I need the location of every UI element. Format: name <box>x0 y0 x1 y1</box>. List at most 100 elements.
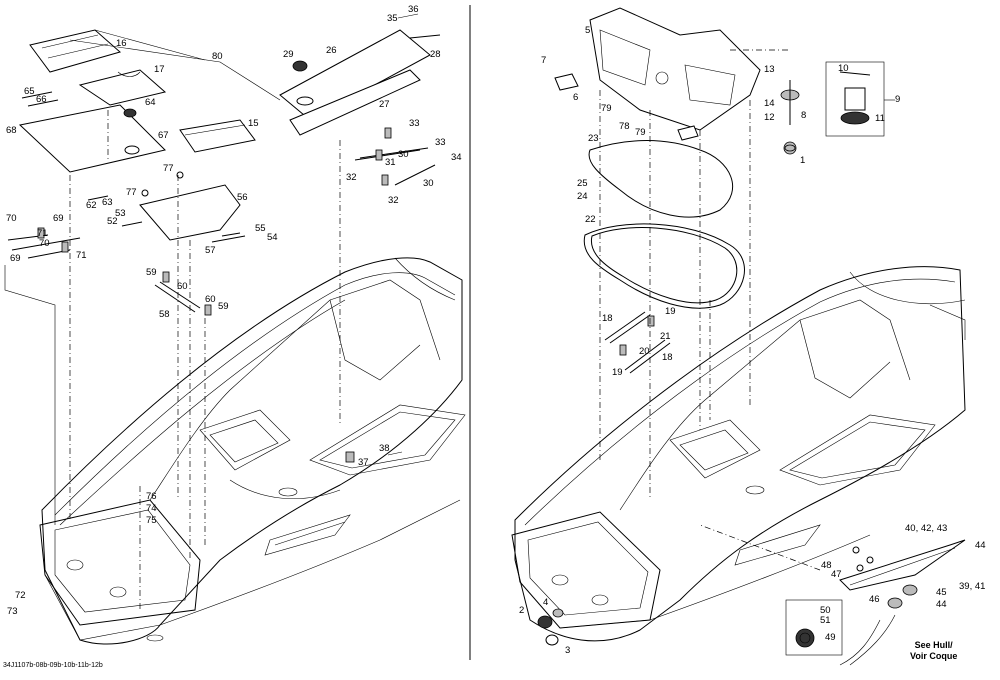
part-label: 50 <box>820 605 831 616</box>
part-label: 1 <box>800 155 806 166</box>
part-label: 73 <box>7 606 18 617</box>
part-label: 59 <box>218 301 229 312</box>
part-label: 31 <box>385 157 396 168</box>
part-label: 76 <box>146 491 157 502</box>
part-label: 80 <box>212 51 223 62</box>
part-label: 77 <box>126 187 137 198</box>
part-label: 2 <box>519 605 525 616</box>
part-label: 47 <box>831 569 842 580</box>
part-label: 64 <box>145 97 156 108</box>
part-label: 55 <box>255 223 266 234</box>
part-label: 37 <box>358 457 369 468</box>
part-label: 75 <box>146 515 157 526</box>
part-label: 67 <box>158 130 169 141</box>
part-label: 24 <box>577 191 588 202</box>
part-label: 3 <box>565 645 571 656</box>
part-label: 18 <box>662 352 673 363</box>
part-label: 62 <box>86 200 97 211</box>
part-label: 35 <box>387 13 398 24</box>
part-label: 34 <box>451 152 462 163</box>
part-label: 39, 41 <box>959 581 986 592</box>
part-label: 74 <box>146 503 157 514</box>
part-label: 25 <box>577 178 588 189</box>
part-label: 26 <box>326 45 337 56</box>
part-label: 12 <box>764 112 775 123</box>
part-label: 65 <box>24 86 35 97</box>
part-label: 19 <box>665 306 676 317</box>
part-label: 40, 42, 43 <box>905 523 948 534</box>
part-label: 71 <box>76 250 87 261</box>
part-label: 78 <box>619 121 630 132</box>
part-label: 22 <box>585 214 596 225</box>
part-label: 20 <box>639 346 650 357</box>
part-label: 71 <box>37 228 48 239</box>
part-label: 63 <box>102 197 113 208</box>
part-label: 7 <box>541 55 547 66</box>
left-hull <box>39 257 466 645</box>
left-seat-parts <box>7 29 256 316</box>
part-label: 14 <box>764 98 775 109</box>
part-label: 30 <box>423 178 434 189</box>
see-hull-line1: See Hull/ <box>914 640 953 650</box>
part-label: 30 <box>398 149 409 160</box>
part-label: 4 <box>543 597 549 608</box>
part-label: 52 <box>107 216 118 227</box>
part-label: 33 <box>409 118 420 129</box>
part-label: 59 <box>146 267 157 278</box>
right-hull <box>511 266 966 642</box>
part-label: 16 <box>116 38 127 49</box>
part-label: 21 <box>660 331 671 342</box>
left-leader-lines <box>4 29 341 610</box>
part-label: 10 <box>838 63 849 74</box>
part-label: 8 <box>801 110 807 121</box>
part-label: 5 <box>585 25 591 36</box>
part-label: 23 <box>588 133 599 144</box>
part-label: 6 <box>573 92 579 103</box>
part-label: 48 <box>821 560 832 571</box>
part-label: 70 <box>6 213 17 224</box>
part-label: 69 <box>10 253 21 264</box>
part-label: 46 <box>869 594 880 605</box>
part-label: 49 <box>825 632 836 643</box>
part-label: 11 <box>875 113 885 124</box>
diagram-code: 34J1107b-08b-09b-10b-11b-12b <box>3 662 103 669</box>
part-label: 29 <box>283 49 294 60</box>
part-label: 44 <box>975 540 986 551</box>
part-label: 54 <box>267 232 278 243</box>
part-label: 69 <box>53 213 64 224</box>
part-label: 33 <box>435 137 446 148</box>
part-label: 70 <box>39 238 50 249</box>
part-label: 57 <box>205 245 216 256</box>
part-label: 79 <box>601 103 612 114</box>
part-label: 38 <box>379 443 390 454</box>
part-label: 17 <box>154 64 165 75</box>
part-label: 36 <box>408 4 419 15</box>
part-label: 15 <box>248 118 259 129</box>
part-label: 58 <box>159 309 170 320</box>
right-leader-lines <box>599 49 895 571</box>
left-rear-parts <box>279 13 441 463</box>
part-label: 27 <box>379 99 390 110</box>
part-label: 32 <box>388 195 399 206</box>
part-label: 51 <box>820 615 831 626</box>
part-label: 9 <box>895 94 901 105</box>
part-label: 53 <box>115 208 126 219</box>
see-hull-reference: See Hull/ Voir Coque <box>910 640 957 662</box>
part-label: 45 <box>936 587 947 598</box>
part-label: 28 <box>430 49 441 60</box>
part-label: 13 <box>764 64 775 75</box>
right-parts <box>537 7 966 666</box>
part-label: 56 <box>237 192 248 203</box>
see-hull-line2: Voir Coque <box>910 651 958 661</box>
part-label: 18 <box>602 313 613 324</box>
part-label: 72 <box>15 590 26 601</box>
part-label: 68 <box>6 125 17 136</box>
part-label: 79 <box>635 127 646 138</box>
part-label: 44 <box>936 599 947 610</box>
part-label: 60 <box>177 281 188 292</box>
part-label: 19 <box>612 367 623 378</box>
part-label: 32 <box>346 172 357 183</box>
part-label: 77 <box>163 163 174 174</box>
